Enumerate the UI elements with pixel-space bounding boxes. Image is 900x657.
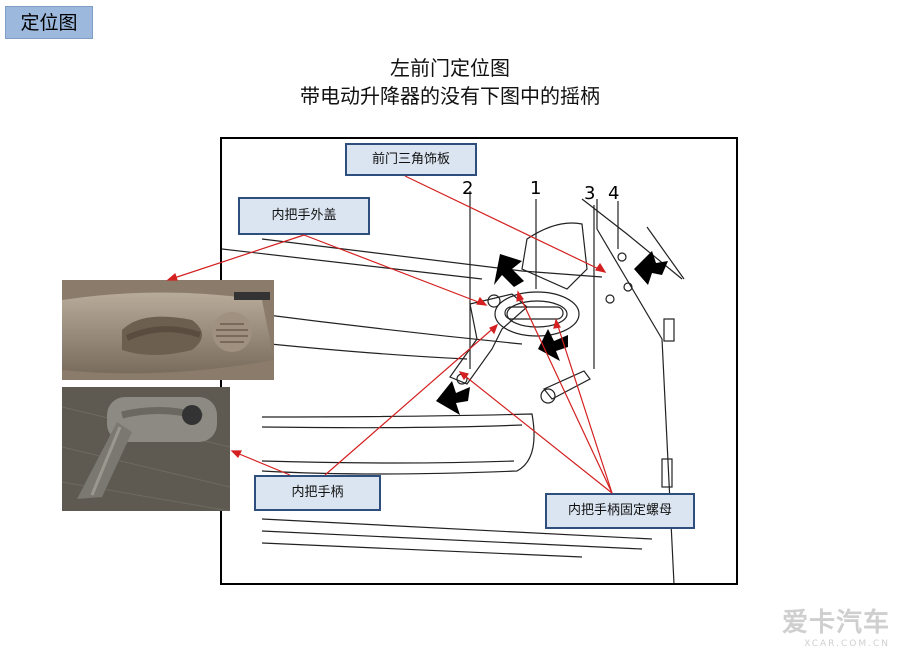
- handle-cover-photo: [62, 280, 274, 380]
- callout-handle-cover: 内把手外盖: [238, 197, 370, 235]
- watermark-logo: 爱卡汽车 XCAR.COM.CN: [781, 608, 890, 649]
- callout-triangle-trim: 前门三角饰板: [345, 143, 477, 176]
- part-number-1: 1: [530, 178, 542, 199]
- section-tag: 定位图: [5, 6, 93, 39]
- diagram-title: 左前门定位图: [390, 56, 510, 80]
- diagram-subtitle: 带电动升降器的没有下图中的摇柄: [300, 84, 600, 108]
- arrow-bottom-mid: [538, 329, 568, 361]
- arrow-right: [634, 251, 668, 285]
- arrow-bottom-left: [436, 381, 470, 415]
- part-number-3: 3: [584, 183, 596, 204]
- callout-handle-lever: 内把手柄: [254, 475, 381, 511]
- callout-fixing-nut: 内把手柄固定螺母: [545, 493, 695, 529]
- handle-lever-photo: [62, 387, 230, 511]
- part-number-2: 2: [462, 178, 474, 199]
- part-number-4: 4: [608, 183, 620, 204]
